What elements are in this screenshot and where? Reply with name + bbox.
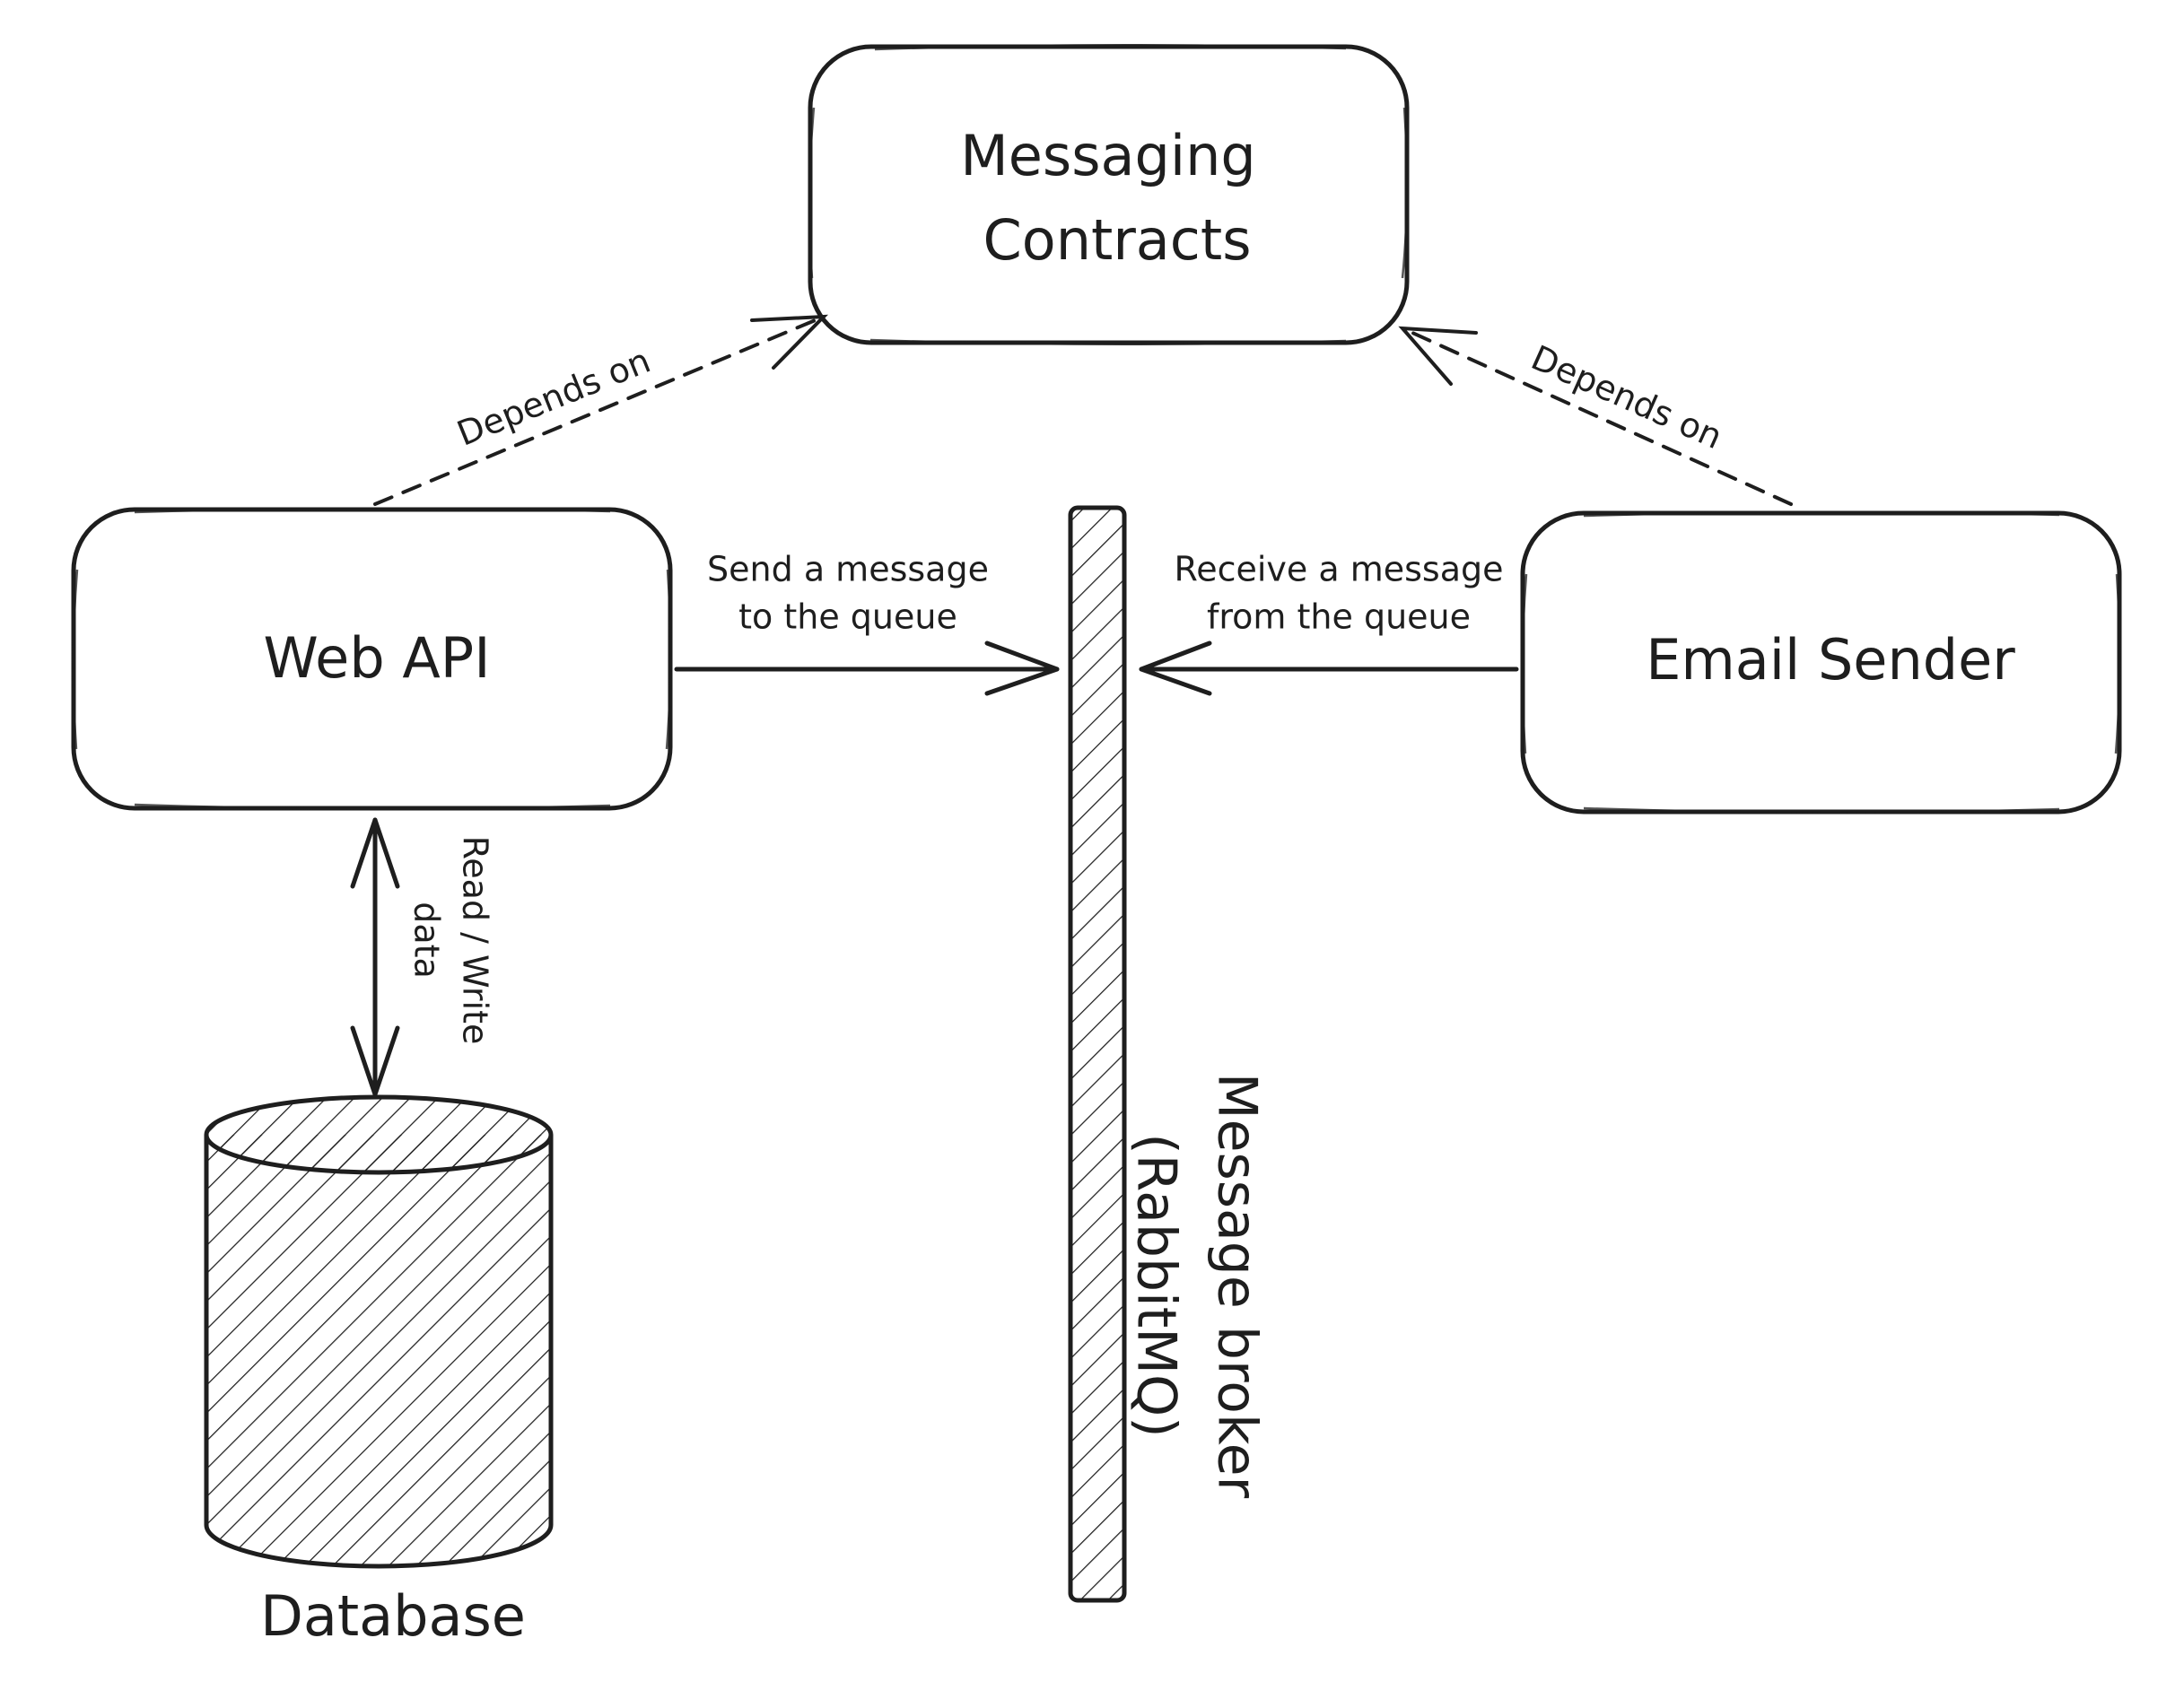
receive-message-arrow: Receive a message from the queue [1139,550,1519,696]
send-message-label-line2: to the queue [738,597,957,637]
message-broker-label-line2: (RabbitMQ) [1124,1133,1187,1437]
receive-message-label-line1: Receive a message [1175,550,1504,589]
read-write-label-line2: data [407,902,447,979]
web-api-title: Web API [264,625,491,691]
database-node[interactable]: Database [204,1094,554,1649]
messaging-contracts-node[interactable]: Messaging Contracts [808,43,1410,346]
message-broker-label-line1: Message broker [1205,1073,1268,1499]
send-message-label-line1: Send a message [707,550,989,589]
web-api-depends-on-arrow: Depends on [373,314,829,506]
read-write-arrow: Read / Write data [350,817,495,1097]
email-sender-depends-on-arrow: Depends on [1398,326,1793,506]
email-sender-node[interactable]: Email Sender [1520,510,2122,815]
database-title: Database [260,1583,526,1649]
messaging-contracts-title-line2: Contracts [983,207,1251,273]
read-write-label-line1: Read / Write [456,836,495,1045]
web-api-depends-on-label: Depends on [451,341,655,454]
web-api-node[interactable]: Web API [71,507,673,811]
send-message-arrow: Send a message to the queue [674,550,1060,696]
message-broker-node[interactable]: Message broker (RabbitMQ) [1068,505,1268,1603]
messaging-contracts-title-line1: Messaging [960,123,1255,188]
receive-message-label-line2: from the queue [1207,597,1471,637]
email-sender-title: Email Sender [1646,627,2015,693]
